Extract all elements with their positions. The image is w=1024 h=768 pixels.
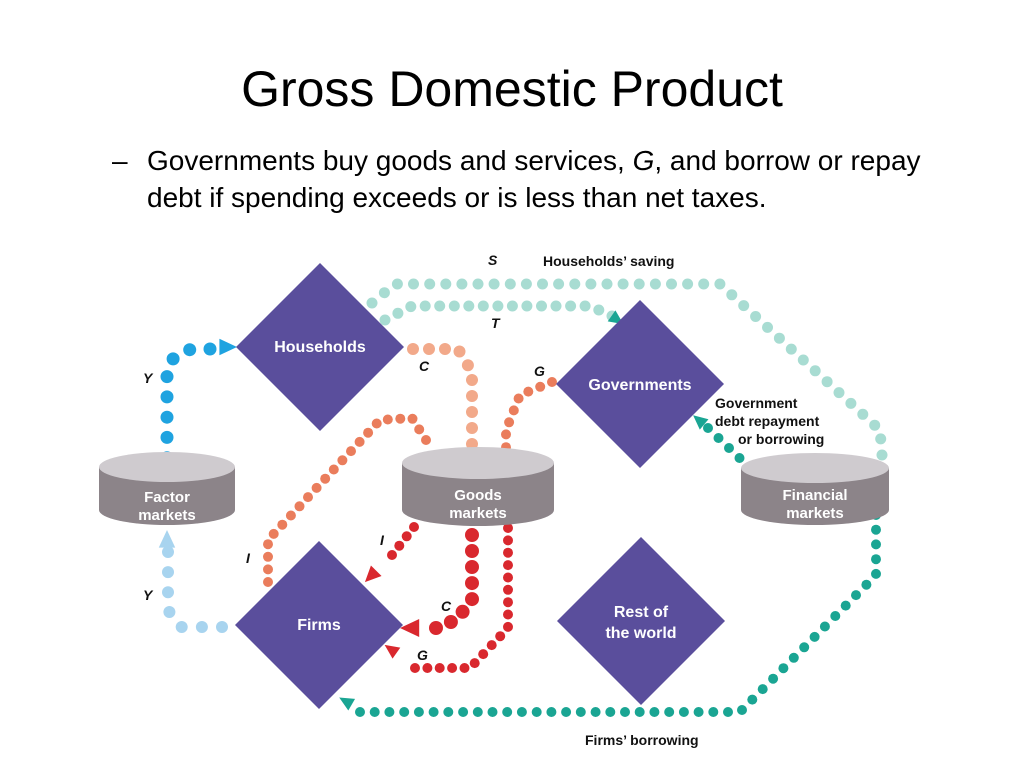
flow-gov-to-firms [410, 523, 513, 673]
arrow-gov-to-firms [384, 644, 401, 659]
financial-markets-label-2: markets [786, 505, 844, 522]
arrow-y-factor [158, 530, 176, 548]
flow-consumption-firms [429, 528, 479, 635]
flow-y-firms [162, 546, 228, 633]
flow-consumption-households [407, 343, 478, 466]
bullet-text-before: Governments buy goods and services, [147, 145, 633, 176]
var-y-top: Y [143, 370, 154, 386]
goods-markets-label-2: markets [449, 505, 507, 522]
financial-markets-disk: Financial markets [741, 453, 889, 525]
bullet-variable-g: G [632, 145, 655, 176]
var-i-firms: I [380, 532, 385, 548]
flow-investment-loop [263, 413, 431, 587]
bullet-dash: – [112, 145, 128, 176]
goods-markets-disk: Goods markets [402, 447, 554, 526]
var-t: T [491, 315, 501, 331]
households-node: Households [236, 263, 404, 431]
var-s: S [488, 252, 498, 268]
var-g-firms: G [417, 647, 428, 663]
goods-markets-label-1: Goods [454, 487, 502, 504]
rest-of-world-label-1: Rest of [614, 604, 669, 621]
var-c-firms: C [441, 598, 452, 614]
flow-households-saving [366, 278, 888, 461]
gov-debt-label-1: Government [715, 395, 798, 411]
factor-markets-label-1: Factor [144, 489, 190, 506]
var-y-bottom: Y [143, 587, 154, 603]
gov-debt-label-3: or borrowing [738, 431, 824, 447]
financial-markets-label-1: Financial [782, 487, 847, 504]
gov-debt-label-2: debt repayment [715, 413, 820, 429]
var-g-government: G [534, 363, 545, 379]
arrow-y-households [219, 338, 237, 356]
factor-markets-disk: Factor markets [99, 452, 235, 525]
arrow-government-debt [693, 415, 709, 430]
var-c-households: C [419, 358, 430, 374]
flow-firms-borrowing [355, 510, 881, 717]
arrow-consumption-firms [400, 619, 420, 637]
households-label: Households [274, 339, 366, 356]
flow-net-taxes [379, 300, 618, 326]
firms-borrowing-label: Firms’ borrowing [585, 732, 699, 748]
households-saving-label: Households’ saving [543, 253, 674, 269]
governments-label: Governments [588, 377, 691, 394]
rest-of-world-node: Rest of the world [557, 537, 725, 705]
slide-title: Gross Domestic Product [241, 61, 783, 117]
bullet-text: Governments buy goods and services, G, a… [147, 142, 967, 216]
firms-node: Firms [235, 541, 403, 709]
arrow-investment-firms [364, 565, 382, 583]
governments-node: Governments [556, 300, 724, 468]
arrow-firms-borrowing [339, 697, 356, 711]
var-i-left: I [246, 550, 251, 566]
factor-markets-label-2: markets [138, 507, 196, 524]
firms-label: Firms [297, 617, 341, 634]
flow-investment-firms [387, 522, 419, 560]
rest-of-world-label-2: the world [605, 625, 676, 642]
bullet-text-after: , and borrow or repay debt if spending e… [147, 145, 921, 213]
